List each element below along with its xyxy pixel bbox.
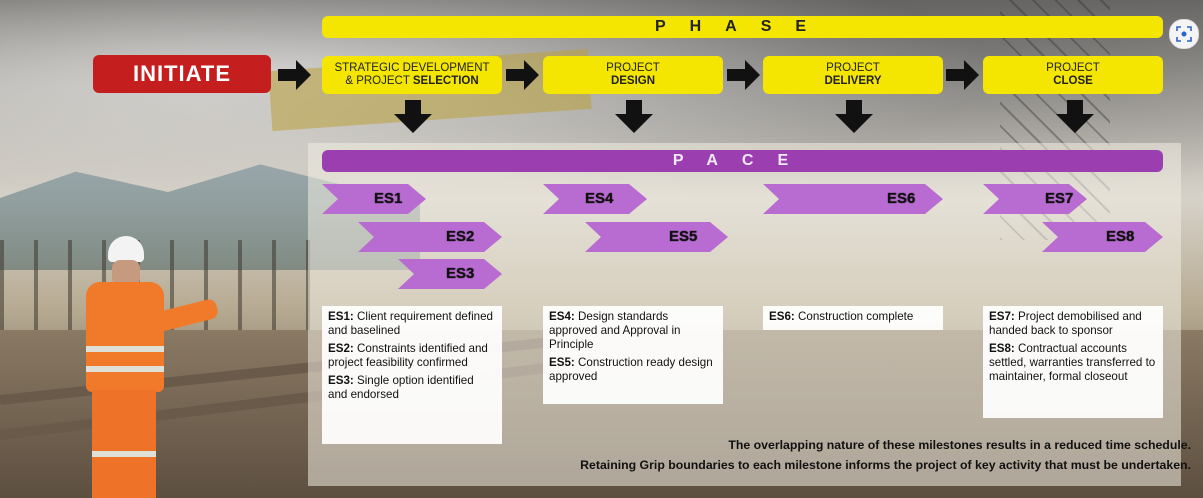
milestone-arrow-1: ES1 xyxy=(322,184,426,214)
milestone-description: ES2: Constraints identified and project … xyxy=(328,342,496,370)
lens-icon xyxy=(1176,26,1192,42)
milestone-code: ES8: xyxy=(989,342,1015,355)
chevron-shape xyxy=(398,259,502,289)
milestone-label: ES3 xyxy=(446,265,475,282)
right-arrow-icon xyxy=(506,60,539,90)
milestone-description: ES5: Construction ready design approved xyxy=(549,356,717,384)
stage-project-design: PROJECT DESIGN xyxy=(543,56,723,94)
stage-line2-pre: & PROJECT xyxy=(345,75,413,87)
milestone-text: Construction complete xyxy=(794,310,914,323)
milestone-arrow-8: ES8 xyxy=(1042,222,1163,252)
milestone-text: Single option identified and endorsed xyxy=(328,374,474,401)
milestone-label: ES1 xyxy=(374,190,403,207)
milestone-text: Client requirement defined and baselined xyxy=(328,310,493,337)
chevron-shape xyxy=(983,184,1087,214)
milestone-description: ES3: Single option identified and endors… xyxy=(328,374,496,402)
milestone-label: ES5 xyxy=(669,228,698,245)
phase-bar: PHASE xyxy=(322,16,1163,38)
milestone-text: Project demobilised and handed back to s… xyxy=(989,310,1142,337)
milestone-code: ES1: xyxy=(328,310,354,323)
stage-line2: DESIGN xyxy=(611,75,655,88)
chevron-shape xyxy=(543,184,647,214)
stage-line2: & PROJECT SELECTION xyxy=(345,75,478,88)
milestone-label: ES4 xyxy=(585,190,614,207)
hi-vis-trousers xyxy=(92,390,156,498)
desc-box-design: ES4: Design standards approved and Appro… xyxy=(543,306,723,404)
milestone-description: ES4: Design standards approved and Appro… xyxy=(549,310,717,352)
stage-line2-bold: CLOSE xyxy=(1053,75,1093,87)
stage-line2-bold: DELIVERY xyxy=(824,75,882,87)
hi-vis-jacket xyxy=(86,282,164,392)
stage-line1: STRATEGIC DEVELOPMENT xyxy=(334,62,490,74)
milestone-arrow-3: ES3 xyxy=(398,259,502,289)
hard-hat xyxy=(108,236,144,262)
reflective-stripe xyxy=(86,366,164,372)
desc-box-delivery: ES6: Construction complete xyxy=(763,306,943,330)
chevron-shape xyxy=(358,222,502,252)
stage-project-close: PROJECT CLOSE xyxy=(983,56,1163,94)
milestone-label: ES8 xyxy=(1106,228,1135,245)
milestone-arrow-6: ES6 xyxy=(763,184,943,214)
desc-box-selection: ES1: Client requirement defined and base… xyxy=(322,306,502,444)
milestone-code: ES5: xyxy=(549,356,575,369)
down-arrow-icon xyxy=(1056,100,1094,133)
initiate-box: INITIATE xyxy=(93,55,271,93)
down-arrow-icon xyxy=(835,100,873,133)
milestone-arrow-2: ES2 xyxy=(358,222,502,252)
milestone-description: ES8: Contractual accounts settled, warra… xyxy=(989,342,1157,384)
milestone-description: ES1: Client requirement defined and base… xyxy=(328,310,496,338)
milestone-label: ES2 xyxy=(446,228,475,245)
milestone-code: ES4: xyxy=(549,310,575,323)
worker-figure xyxy=(68,236,220,498)
down-arrow-icon xyxy=(615,100,653,133)
milestone-label: ES6 xyxy=(887,190,916,207)
stage-line2-bold: SELECTION xyxy=(412,75,479,87)
stage-line2: DELIVERY xyxy=(824,75,881,88)
footer-line-2: Retaining Grip boundaries to each milest… xyxy=(580,458,1191,472)
stage-line1: PROJECT xyxy=(606,62,660,74)
pace-bar: PACE xyxy=(322,150,1163,172)
screenshot-lens-icon[interactable] xyxy=(1169,19,1199,49)
stage-line1: PROJECT xyxy=(1046,62,1100,74)
milestone-arrow-7: ES7 xyxy=(983,184,1087,214)
milestone-text: Design standards approved and Approval i… xyxy=(549,310,681,351)
right-arrow-icon xyxy=(727,60,760,90)
right-arrow-icon xyxy=(946,60,979,90)
milestone-code: ES6: xyxy=(769,310,795,323)
worker-face xyxy=(112,260,140,286)
stage-line2: CLOSE xyxy=(1053,75,1093,88)
milestone-code: ES3: xyxy=(328,374,354,387)
milestone-description: ES6: Construction complete xyxy=(769,310,937,324)
milestone-text: Constraints identified and project feasi… xyxy=(328,342,488,369)
milestone-description: ES7: Project demobilised and handed back… xyxy=(989,310,1157,338)
stage-line2-bold: DESIGN xyxy=(610,75,656,87)
chevron-shape xyxy=(1042,222,1163,252)
down-arrow-icon xyxy=(394,100,432,133)
stage-line1: PROJECT xyxy=(826,62,880,74)
reflective-stripe xyxy=(92,451,156,457)
chevron-shape xyxy=(322,184,426,214)
milestone-code: ES7: xyxy=(989,310,1015,323)
milestone-arrow-5: ES5 xyxy=(585,222,728,252)
chevron-shape xyxy=(585,222,728,252)
milestone-label: ES7 xyxy=(1045,190,1074,207)
milestone-text: Contractual accounts settled, warranties… xyxy=(989,342,1156,383)
right-arrow-icon xyxy=(278,60,311,90)
milestone-text: Construction ready design approved xyxy=(549,356,713,383)
milestone-arrow-4: ES4 xyxy=(543,184,647,214)
milestone-code: ES2: xyxy=(328,342,354,355)
footer-line-1: The overlapping nature of these mileston… xyxy=(728,438,1191,452)
reflective-stripe xyxy=(86,346,164,352)
stage-strategic-development: STRATEGIC DEVELOPMENT & PROJECT SELECTIO… xyxy=(322,56,502,94)
desc-box-close: ES7: Project demobilised and handed back… xyxy=(983,306,1163,418)
chevron-shape xyxy=(763,184,943,214)
stage-project-delivery: PROJECT DELIVERY xyxy=(763,56,943,94)
